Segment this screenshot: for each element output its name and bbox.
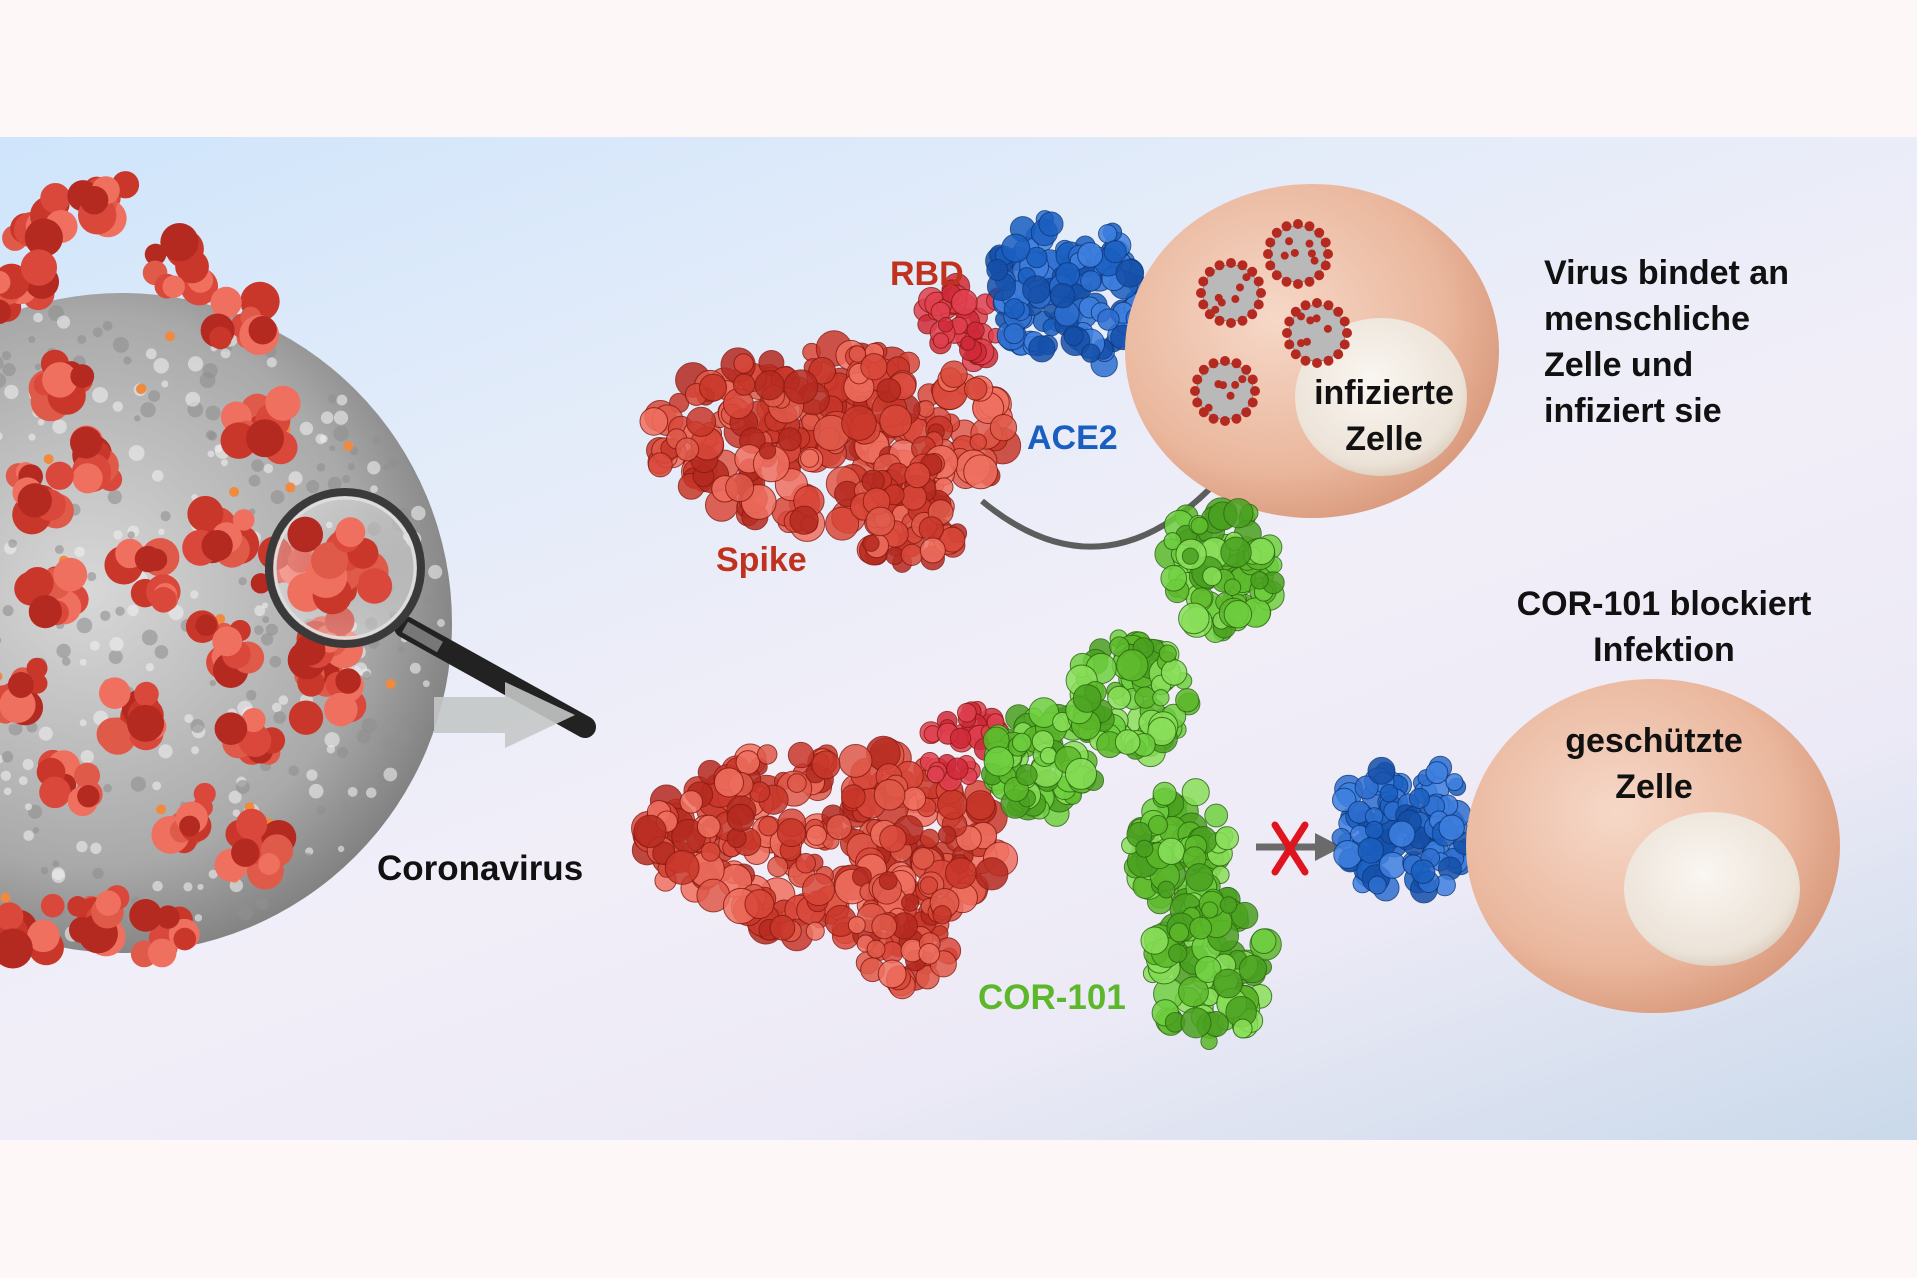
caption-bottom: COR-101 blockiert Infektion: [1516, 585, 1812, 669]
blocked-arrow: [1256, 821, 1342, 876]
coronavirus-illustration: [0, 171, 452, 969]
spike-protein-top: [639, 272, 1022, 573]
caption-top: Virus bindet an menschliche Zelle und in…: [1544, 254, 1789, 430]
protected-cell: [1466, 679, 1840, 1013]
infected-cell-label: infizierte Zelle: [1314, 374, 1454, 458]
infected-cell: [1125, 184, 1499, 518]
protected-cell-label: geschützte Zelle: [1565, 722, 1743, 806]
ace2-protein-bottom: [1331, 755, 1476, 904]
zoom-arrow: [434, 682, 575, 748]
ace2-label: ACE2: [1027, 419, 1118, 457]
ace2-protein-top: [985, 210, 1155, 378]
coronavirus-label: Coronavirus: [377, 849, 584, 888]
magnifier-icon: [265, 488, 596, 738]
infection-arrow: [980, 448, 1246, 550]
spike-label: Spike: [716, 541, 807, 579]
cor101-antibody: [981, 497, 1285, 1051]
diagram-banner: RBD ACE2 Spike Coronavirus COR-101 infiz…: [0, 137, 1917, 1140]
rbd-label: RBD: [890, 255, 964, 293]
block-x-icon: [1271, 821, 1309, 876]
cor101-label: COR-101: [978, 978, 1126, 1017]
spike-protein-bottom: [631, 701, 1019, 1000]
